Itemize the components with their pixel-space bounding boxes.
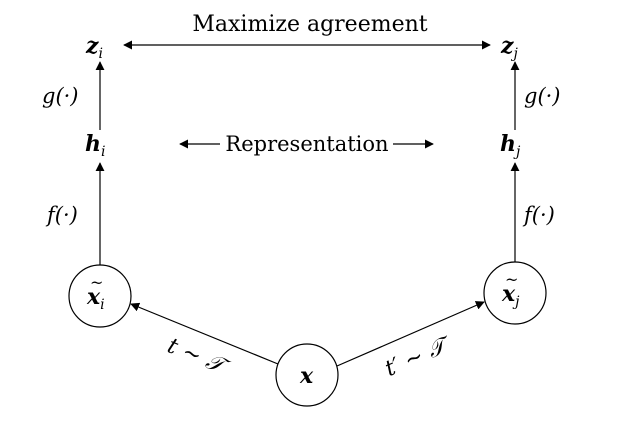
t-right-label: t′ ∼ 𝒯	[382, 331, 456, 381]
x-tilde-j-label: xj	[501, 281, 520, 310]
f-right-label: f(·)	[522, 203, 555, 227]
t-left-label: t ∼ 𝒯	[164, 333, 234, 381]
representation-label: Representation	[225, 132, 388, 156]
z-j-label: zj	[500, 33, 519, 62]
diagram-title: Maximize agreement	[192, 12, 427, 37]
h-j-label: hj	[500, 131, 521, 160]
x-tilde-i-tilde: ~	[90, 273, 103, 292]
z-i-label: zi	[85, 33, 103, 62]
f-left-label: f(·)	[45, 203, 78, 227]
h-i-label: hi	[85, 131, 105, 160]
x-label: x	[299, 363, 314, 389]
x-node	[275, 343, 339, 407]
x-tilde-i-node	[68, 264, 132, 328]
x-tilde-j-tilde: ~	[505, 270, 518, 289]
g-left-label: g(·)	[42, 84, 79, 108]
t-right-arrow	[336, 301, 485, 367]
x-tilde-j-node	[483, 261, 547, 325]
t-left-arrow	[130, 302, 279, 365]
g-right-label: g(·)	[524, 84, 561, 108]
x-tilde-i-label: xi	[86, 284, 105, 313]
